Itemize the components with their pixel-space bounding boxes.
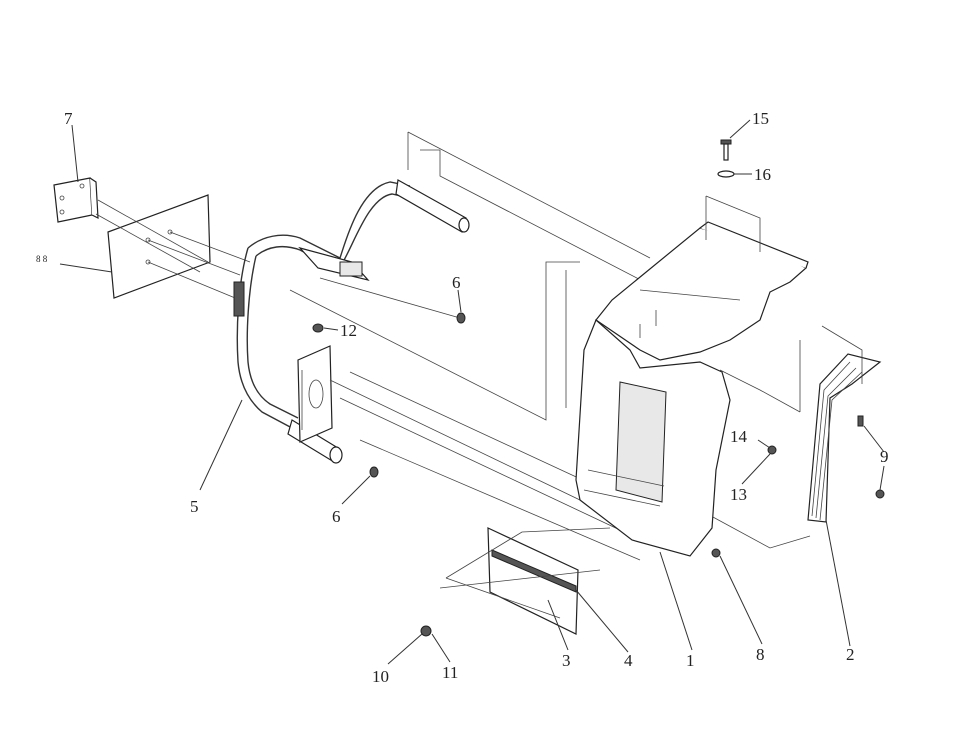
callout-1: 1 <box>686 651 695 670</box>
callout-3: 3 <box>562 651 571 670</box>
callout-labels: 7 8 8 6 12 5 6 15 16 14 13 9 1 8 2 3 4 1… <box>36 109 889 686</box>
callout-6-lower: 6 <box>332 507 341 526</box>
upper-fender-extension <box>705 195 761 252</box>
callout-15: 15 <box>752 109 769 128</box>
part-7-bracket <box>53 177 99 223</box>
callout-side-note: 8 8 <box>36 254 48 264</box>
callout-leaders <box>59 119 885 665</box>
mounting-plate <box>95 194 251 301</box>
callout-7: 7 <box>64 109 73 128</box>
callout-14: 14 <box>730 427 748 446</box>
part-2-side-trim <box>799 325 882 523</box>
callout-5: 5 <box>190 497 199 516</box>
part-5-tube-frame <box>233 179 470 464</box>
callout-9: 9 <box>880 447 889 466</box>
part-1-fender-body <box>575 221 809 557</box>
fasteners <box>312 139 885 637</box>
hinge-bracket <box>298 246 461 319</box>
callout-16: 16 <box>754 165 771 184</box>
callout-13: 13 <box>730 485 747 504</box>
leader-lines <box>289 131 811 561</box>
callout-10: 10 <box>372 667 389 686</box>
part-3-mud-flap <box>439 527 611 635</box>
callout-12: 12 <box>340 321 357 340</box>
callout-8: 8 <box>756 645 765 664</box>
callout-6-upper: 6 <box>452 273 461 292</box>
callout-4: 4 <box>624 651 633 670</box>
callout-11: 11 <box>442 663 458 682</box>
callout-2: 2 <box>846 645 855 664</box>
vertical-bracket <box>297 345 333 443</box>
